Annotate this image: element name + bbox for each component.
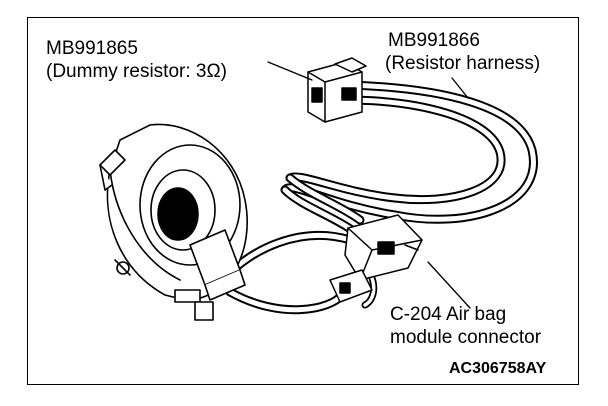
- leader-lines: [267, 61, 471, 309]
- leader-air-bag-connector: [427, 261, 471, 309]
- harness-description: (Resistor harness): [385, 53, 541, 74]
- harness-part-number: MB991866: [388, 30, 480, 51]
- dummy-resistor-connector: [307, 57, 367, 123]
- leader-resistor-harness: [451, 77, 469, 99]
- leader-dummy-resistor: [267, 61, 313, 81]
- clock-spring: [99, 123, 248, 321]
- figure-code: AC306758AY: [449, 360, 547, 377]
- resistor-description: (Dummy resistor: 3Ω): [46, 61, 227, 82]
- connector-label-line1: C-204 Air bag: [390, 304, 507, 325]
- resistor-part-number: MB991865: [46, 38, 138, 59]
- connector-label-line2: module connector: [390, 327, 542, 348]
- side-connector: [329, 269, 373, 303]
- harness-cables: [220, 80, 538, 315]
- air-bag-module-connector: [344, 214, 423, 281]
